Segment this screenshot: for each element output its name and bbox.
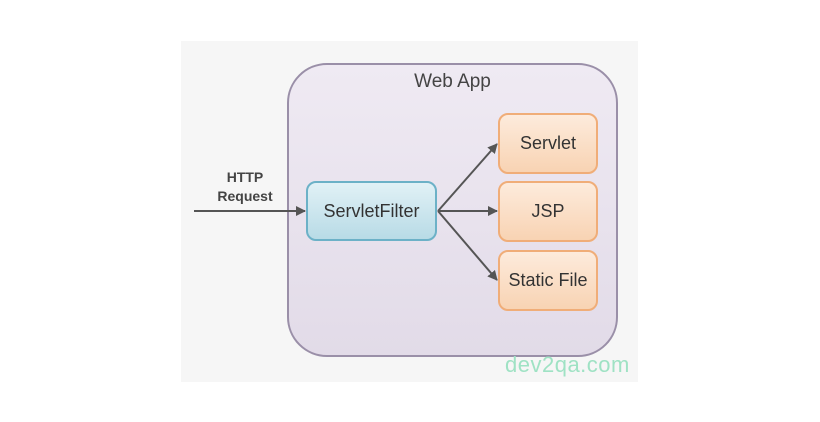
- jsp-node: JSP: [498, 181, 598, 242]
- web-app-label: Web App: [414, 71, 491, 92]
- arrow-to-servlet: [437, 143, 498, 212]
- http-request-line1: HTTP: [226, 169, 264, 185]
- servlet-filter-node: ServletFilter: [306, 181, 437, 241]
- http-request-label: HTTP Request: [201, 168, 289, 206]
- watermark: dev2qa.com: [505, 352, 630, 377]
- http-request-line2: Request: [217, 188, 273, 204]
- static-file-node: Static File: [498, 250, 598, 311]
- arrow-to-static-file: [437, 210, 498, 281]
- servlet-node: Servlet: [498, 113, 598, 174]
